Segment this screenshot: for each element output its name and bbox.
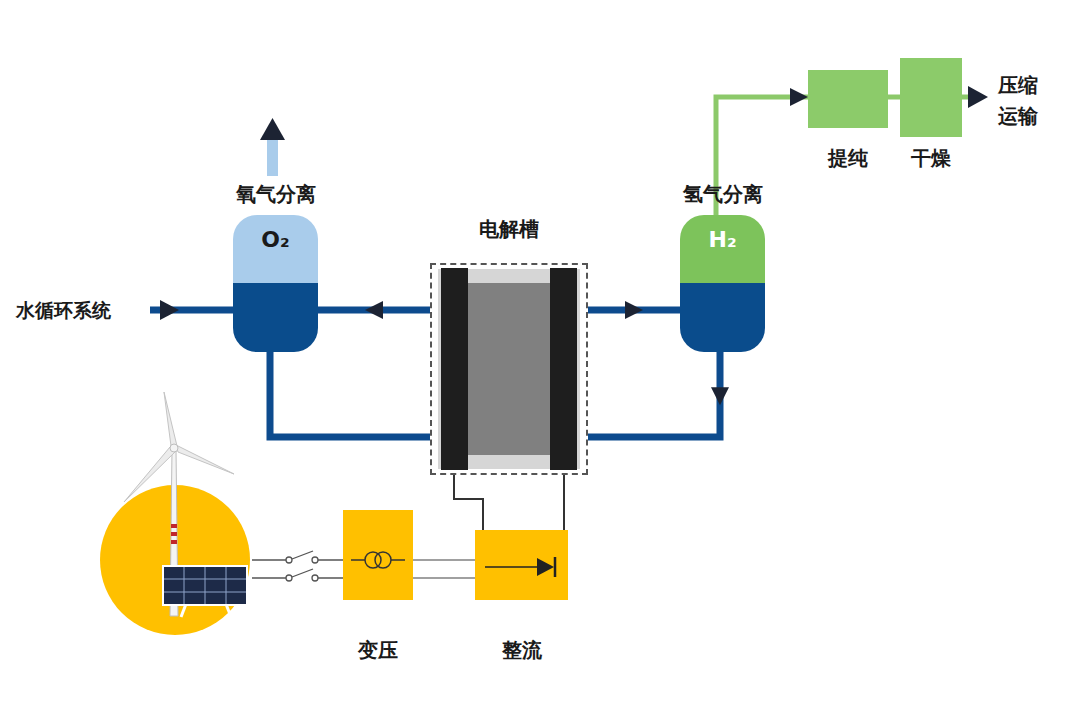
return-pipe — [588, 352, 729, 437]
transformer-lead — [391, 559, 405, 561]
tower-stripe — [171, 532, 177, 536]
switch-lever — [292, 551, 313, 559]
arrow-head — [365, 301, 383, 319]
equipment-label: 整流 — [502, 638, 542, 662]
pipe-connector — [588, 301, 680, 319]
panel-grid — [226, 567, 227, 604]
solar-panel — [163, 566, 247, 605]
switch-contact — [312, 575, 318, 581]
electrolyzer-body — [438, 269, 580, 469]
turbine-blade — [176, 445, 234, 474]
electrode-plate — [441, 268, 468, 470]
return-pipe — [588, 352, 720, 437]
gas-formula: H₂ — [680, 227, 765, 253]
rectifier-lead — [485, 566, 539, 568]
transformer-coil — [365, 552, 381, 568]
purification-box: 提纯 — [808, 70, 888, 128]
diode-bar — [554, 557, 557, 577]
diode-symbol — [537, 558, 554, 576]
node-drawing — [432, 265, 590, 477]
arrow-head — [711, 387, 729, 405]
output-arrowhead — [968, 86, 988, 108]
arrow-head — [625, 301, 643, 319]
transformer-coil — [375, 552, 391, 568]
oxygen-separator-tank: 氧气分离O₂ — [233, 215, 318, 352]
switch-contact — [286, 575, 292, 581]
switch-contact — [286, 557, 292, 563]
tower-stripe — [171, 524, 177, 528]
electrolyzer-label: 电解槽 — [479, 217, 539, 241]
hydrogen-pipe — [888, 97, 900, 98]
output-label: 压缩 运输 — [998, 70, 1044, 132]
separator-label: 氧气分离 — [236, 182, 316, 206]
drying-box: 干燥 — [900, 58, 962, 137]
water-inlet-arrowhead — [160, 300, 179, 320]
oxygen-vent-arrowhead — [260, 118, 285, 140]
arrow-head — [790, 88, 808, 106]
supply-wire — [252, 559, 286, 561]
turbine-blade — [164, 392, 177, 446]
electrolyzer: 电解槽 — [430, 263, 588, 475]
power-wire — [454, 475, 564, 530]
panel-grid — [205, 567, 206, 604]
hydrogen-separator-tank: 氢气分离H₂ — [680, 215, 765, 352]
panel-grid — [164, 579, 246, 580]
turbine-blade — [124, 447, 175, 502]
transformer-box: 变压 — [343, 510, 413, 600]
node-drawing — [475, 530, 568, 600]
supply-wire — [318, 559, 345, 561]
supply-wire — [252, 577, 286, 579]
power-wire — [413, 560, 475, 578]
transformer-lead — [351, 559, 365, 561]
return-pipe — [270, 352, 430, 437]
water-loop-label: 水循环系统 — [16, 298, 111, 324]
separator-label: 氢气分离 — [683, 182, 763, 206]
electrolyte-chamber — [468, 283, 550, 455]
gas-formula: O₂ — [233, 227, 318, 253]
process-label: 干燥 — [911, 146, 951, 170]
panel-grid — [164, 592, 246, 593]
equipment-label: 变压 — [358, 638, 398, 662]
turbine-hub — [170, 444, 178, 452]
return-pipe — [270, 352, 430, 437]
rectifier-box: 整流 — [475, 530, 568, 600]
node-drawing — [343, 510, 413, 600]
pipe-connector — [318, 301, 430, 319]
tower-stripe — [171, 540, 177, 544]
switch-contact — [312, 557, 318, 563]
electrode-plate — [550, 268, 577, 470]
switch-lever — [292, 569, 313, 577]
power-wire — [413, 560, 475, 578]
process-label: 提纯 — [828, 146, 868, 170]
panel-grid — [184, 567, 185, 604]
oxygen-vent-pipe — [267, 138, 278, 176]
power-wire — [454, 475, 564, 530]
hydrogen-pipe — [888, 95, 900, 100]
supply-wire — [318, 577, 345, 579]
